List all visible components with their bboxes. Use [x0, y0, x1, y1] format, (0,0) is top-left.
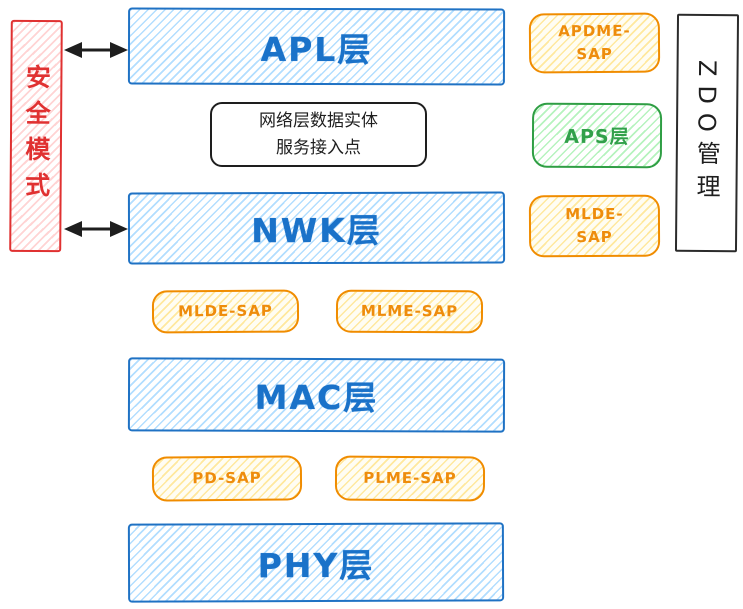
- apl-layer-box: APL层: [127, 7, 506, 86]
- mac-layer-label: MAC层: [254, 377, 379, 418]
- apdme-sap-label: APDME-SAP: [558, 21, 631, 64]
- phy-layer-box: PHY层: [127, 522, 505, 603]
- mac-layer-box: MAC层: [127, 357, 506, 433]
- aps-layer-label: APS层: [564, 125, 630, 149]
- mlde-sap-label: MLDE-SAP: [178, 301, 273, 321]
- apdme-sap-box: APDME-SAP: [528, 12, 661, 74]
- nwk-layer-box: NWK层: [127, 191, 506, 265]
- zdo-management-panel: ZDO管理: [674, 13, 740, 253]
- aps-layer-box: APS层: [531, 102, 663, 169]
- phy-layer-label: PHY层: [257, 545, 375, 585]
- mlde-sap-right-label: MLDE-SAP: [565, 204, 624, 247]
- mlme-sap-label: MLME-SAP: [360, 301, 459, 321]
- mlme-sap-box: MLME-SAP: [335, 289, 484, 334]
- security-mode-panel: 安全模式: [9, 19, 63, 253]
- pd-sap-label: PD-SAP: [192, 468, 262, 488]
- nwk-layer-label: NWK层: [251, 210, 382, 251]
- plme-sap-box: PLME-SAP: [334, 455, 486, 502]
- double-arrow-icon: [64, 221, 128, 237]
- network-sap-note-line2: 服务接入点: [276, 137, 361, 158]
- mlde-sap-box: MLDE-SAP: [151, 289, 300, 334]
- plme-sap-label: PLME-SAP: [363, 468, 457, 488]
- network-sap-note: 网络层数据实体 服务接入点: [210, 102, 427, 167]
- mlde-sap-right-box: MLDE-SAP: [528, 194, 661, 258]
- apl-layer-label: APL层: [260, 29, 373, 69]
- network-sap-note-line1: 网络层数据实体: [259, 111, 378, 132]
- pd-sap-box: PD-SAP: [151, 455, 303, 502]
- security-mode-label: 安全模式: [21, 63, 52, 209]
- zdo-management-label: ZDO管理: [691, 59, 722, 207]
- double-arrow-icon: [64, 42, 128, 58]
